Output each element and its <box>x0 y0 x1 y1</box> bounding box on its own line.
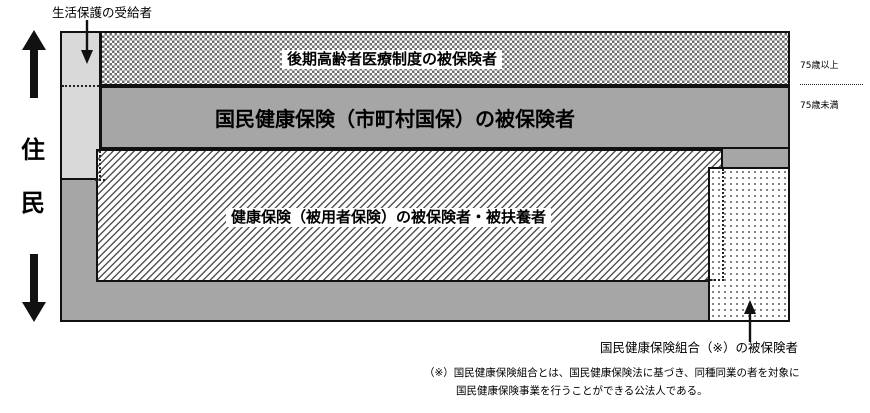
kokuho-kumiai-inner-dotted-foot <box>706 279 724 281</box>
seikatsu-hogo-callout-arrow-icon <box>81 20 93 64</box>
kokumin-kenko-hoken-label: 国民健康保険（市町村国保）の被保険者 <box>215 107 575 131</box>
koki-koreisha-label: 後期高齢者医療制度の被保険者 <box>282 50 503 69</box>
residents-label-char-1: 住 <box>21 136 45 164</box>
kokumin-kenko-hoken-band <box>100 86 790 149</box>
residents-axis: 住 民 <box>10 28 58 324</box>
kenko-hoken-left-dotted-edge <box>99 151 101 181</box>
seikatsu-hogo-callout-label: 生活保護の受給者 <box>52 5 153 20</box>
age-label-divider <box>800 84 863 85</box>
up-arrow-icon <box>22 30 46 98</box>
footnote-line-1: （※）国民健康保険組合とは、国民健康保険法に基づき、同種同業の者を対象に <box>424 367 800 379</box>
residents-label-char-2: 民 <box>21 189 45 217</box>
kokuho-kumiai-callout-arrow-icon <box>744 300 756 342</box>
kokuho-kumiai-block <box>708 167 790 322</box>
seikatsu-hogo-block <box>60 31 101 180</box>
down-arrow-icon <box>22 254 46 322</box>
footnote-line-2: 国民健康保険事業を行うことができる公法人である。 <box>456 385 708 398</box>
kokuho-kumiai-callout-label: 国民健康保険組合（※）の被保険者 <box>600 340 798 355</box>
kenko-hoken-label: 健康保険（被用者保険）の被保険者・被扶養者 <box>226 208 552 227</box>
age-label-above-75: 75歳以上 <box>800 61 839 71</box>
age-label-under-75: 75歳未満 <box>800 101 839 111</box>
footnote: （※）国民健康保険組合とは、国民健康保険法に基づき、同種同業の者を対象に 国民健… <box>424 365 864 398</box>
kenko-hoken-left-dotted-foot <box>95 179 105 181</box>
age-divider-in-seikatsu-hogo <box>62 85 99 87</box>
kokuho-kumiai-inner-dotted-edge <box>722 169 724 281</box>
